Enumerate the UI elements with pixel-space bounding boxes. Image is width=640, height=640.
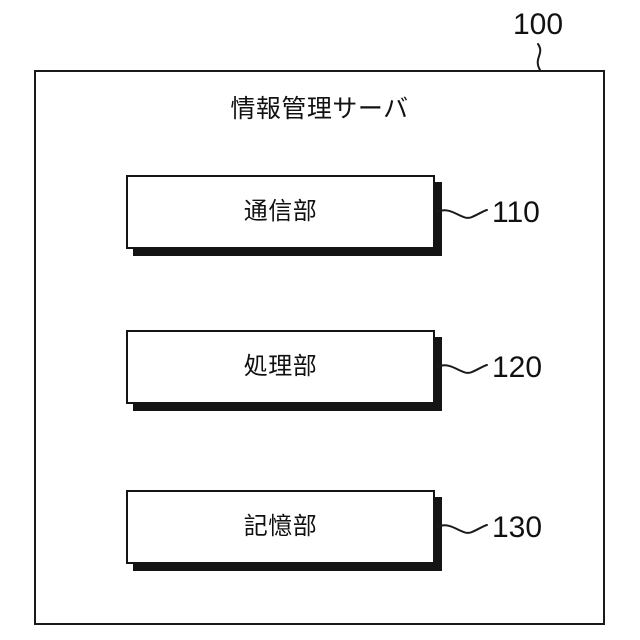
communication-unit-label: 通信部 <box>243 198 318 225</box>
communication-unit-box: 通信部 <box>126 175 435 249</box>
processing-unit-box: 処理部 <box>126 330 435 404</box>
storage-unit-box: 記憶部 <box>126 490 435 564</box>
reference-number-100: 100 <box>513 8 564 41</box>
storage-unit-label: 記憶部 <box>243 513 318 540</box>
page-title: 情報管理サーバ <box>230 95 409 123</box>
reference-number-130: 130 <box>492 511 543 544</box>
leader-line-100 <box>536 43 542 71</box>
reference-number-110: 110 <box>492 196 540 229</box>
processing-unit-label: 処理部 <box>243 353 318 380</box>
reference-number-120: 120 <box>492 351 543 384</box>
